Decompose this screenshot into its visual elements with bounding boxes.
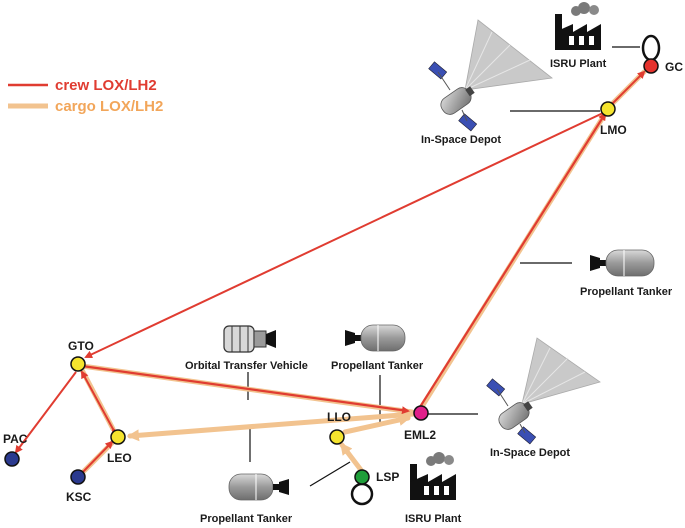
otv-label: Orbital Transfer Vehicle [185,360,308,372]
legend: crew LOX/LH2 cargo LOX/LH2 [8,77,163,115]
connector-lsp-tanker [309,461,351,487]
crew-route-lmo-gto [84,112,604,359]
tanker-icon [345,324,406,352]
isru-plant-mars: ISRU Plant [550,2,607,70]
crew-route-eml2-lmo [419,112,607,408]
node-leo-label: LEO [107,451,132,465]
factory-icon [555,2,601,50]
crew-route-lmo-gc [604,70,646,112]
legend-crew-label: crew LOX/LH2 [55,77,157,94]
node-llo[interactable] [329,429,345,445]
crew-route-leo-gto [81,370,120,437]
cargo-route-llo-eml2 [342,414,411,435]
depot-icon [486,337,601,445]
isru-plant-moon: ISRU Plant [405,452,462,525]
crew-route-gto-eml2 [75,361,410,415]
in-space-depot-eml2: In-Space Depot [486,337,601,459]
orbital-transfer-vehicle: Orbital Transfer Vehicle [185,325,308,372]
isru-plant-moon-label: ISRU Plant [405,513,462,525]
depot-icon [428,19,553,132]
in-space-depot-eml2-label: In-Space Depot [490,447,570,459]
tanker-icon [590,249,655,277]
node-labels: GC LMO GTO PAC LEO KSC LLO EML2 LSP [3,60,683,504]
cargo-routes [77,69,647,478]
propellant-tanker-leo: Propellant Tanker [200,473,293,525]
propellant-tanker-leo-label: Propellant Tanker [200,513,293,525]
node-llo-label: LLO [327,410,351,424]
crew-route-ksc-leo [79,440,114,476]
node-gc[interactable] [643,58,659,74]
node-eml2-label: EML2 [404,428,436,442]
node-gc-label: GC [665,60,683,74]
node-lmo[interactable] [600,101,616,117]
node-ksc-label: KSC [66,490,92,504]
factory-icon [410,452,456,500]
node-gto[interactable] [70,356,86,372]
cargo-route-lsp-llo [339,442,364,473]
node-lmo-label: LMO [600,123,627,137]
gc-surface-loop [641,34,661,62]
tanker-icon [228,473,289,501]
in-space-depot-mars-label: In-Space Depot [421,134,501,146]
propellant-tanker-cislunar: Propellant Tanker [331,324,424,372]
node-lsp[interactable] [354,469,370,485]
otv-icon [223,325,276,353]
crew-routes [14,70,646,476]
propellant-tanker-cislunar-label: Propellant Tanker [331,360,424,372]
node-lsp-label: LSP [376,470,399,484]
node-eml2[interactable] [413,405,429,421]
cargo-route-eml2-leo [127,411,417,442]
node-leo[interactable] [110,429,126,445]
in-space-depot-mars: In-Space Depot [421,19,553,146]
node-gto-label: GTO [68,339,94,353]
node-pac[interactable] [4,451,20,467]
legend-cargo-label: cargo LOX/LH2 [55,98,163,115]
isru-plant-mars-label: ISRU Plant [550,58,607,70]
node-pac-label: PAC [3,432,28,446]
crew-route-gto-pac [14,371,77,454]
propellant-tanker-transit-label: Propellant Tanker [580,286,673,298]
propellant-tanker-transit: Propellant Tanker [580,249,673,298]
nodes [4,58,659,485]
node-ksc[interactable] [70,469,86,485]
lsp-surface-loop [350,482,374,506]
